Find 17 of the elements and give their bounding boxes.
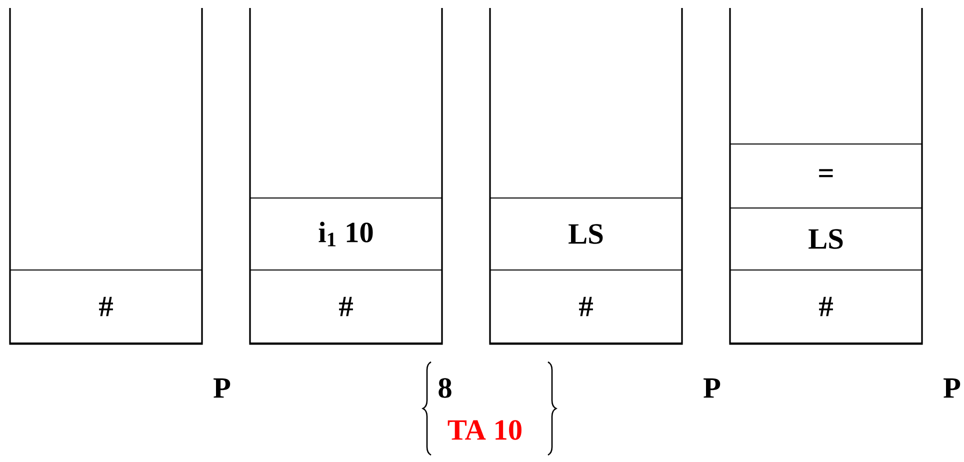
stack-cell: = <box>729 143 923 209</box>
stack-outline <box>729 8 923 345</box>
stack-outline <box>9 8 203 345</box>
label: P <box>214 378 230 398</box>
stack-cell: # <box>489 269 683 344</box>
stack-cell: # <box>9 269 203 344</box>
stack-outline <box>489 8 683 345</box>
stack-cell: # <box>249 269 443 344</box>
label: P <box>944 378 960 398</box>
stack-cell: LS <box>729 207 923 271</box>
stack-cell: LS <box>489 197 683 271</box>
stack-cell: i$_{1}$ 10 <box>249 197 443 271</box>
label: 8 <box>438 378 452 398</box>
label: TA 10 <box>448 420 522 440</box>
stack-outline <box>249 8 443 345</box>
label: P <box>704 378 720 398</box>
stack-cell: # <box>729 269 923 344</box>
